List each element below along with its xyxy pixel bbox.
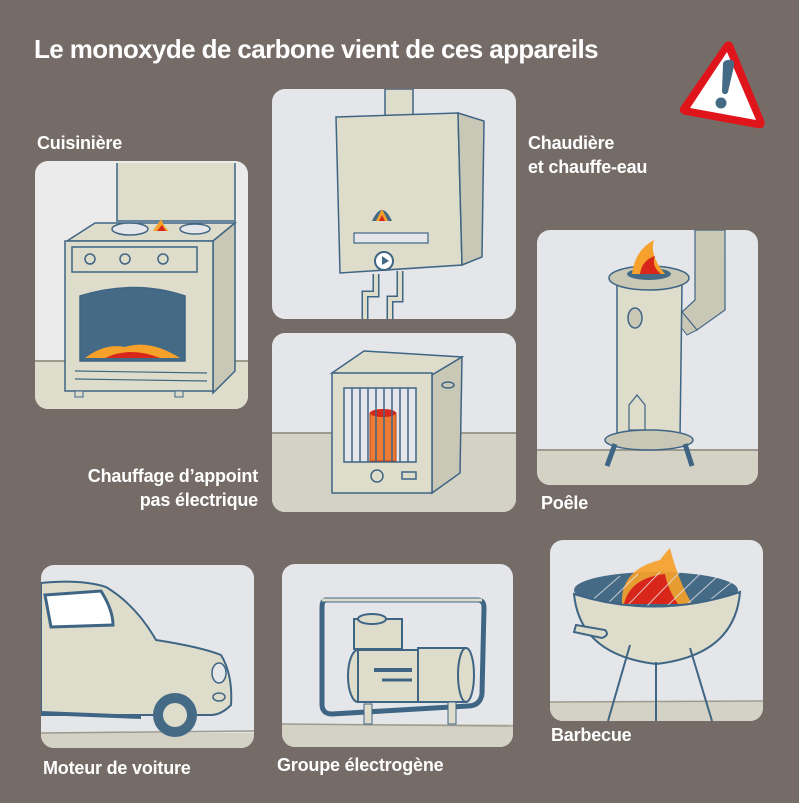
label-line: et chauffe-eau	[528, 157, 648, 177]
panel-chaudiere	[272, 89, 516, 319]
panel-voiture	[41, 565, 254, 748]
label-barbecue: Barbecue	[551, 723, 632, 747]
barbecue-icon	[550, 548, 763, 721]
label-groupe: Groupe électrogène	[277, 753, 444, 777]
generator-icon	[282, 597, 513, 747]
car-icon	[41, 580, 254, 748]
label-line: Groupe électrogène	[277, 755, 444, 775]
boiler-icon	[335, 89, 485, 319]
wood-stove-icon	[537, 230, 758, 485]
label-line: Moteur de voiture	[43, 758, 191, 778]
label-chaudiere: Chaudière et chauffe-eau	[528, 131, 647, 179]
label-line: Poêle	[541, 493, 589, 513]
label-line: Barbecue	[551, 725, 632, 745]
panel-poele	[537, 230, 758, 485]
page-title: Le monoxyde de carbone vient de ces appa…	[34, 34, 599, 64]
label-poele: Poêle	[541, 491, 588, 515]
label-chauffage: Chauffage d’appoint pas électrique	[40, 464, 258, 512]
label-cuisiniere: Cuisinière	[37, 131, 122, 155]
warning-triangle-icon	[679, 41, 765, 129]
label-line: pas électrique	[139, 490, 258, 510]
panel-chauffage	[272, 333, 516, 512]
label-line: Chaudière	[528, 133, 615, 153]
label-line: Chauffage d’appoint	[87, 466, 258, 486]
label-voiture: Moteur de voiture	[43, 756, 191, 780]
panel-cuisiniere	[35, 161, 248, 409]
space-heater-icon	[272, 350, 516, 512]
panel-barbecue	[550, 540, 763, 721]
stove-icon	[35, 163, 248, 409]
panel-groupe	[282, 564, 513, 747]
label-line: Cuisinière	[37, 133, 123, 153]
